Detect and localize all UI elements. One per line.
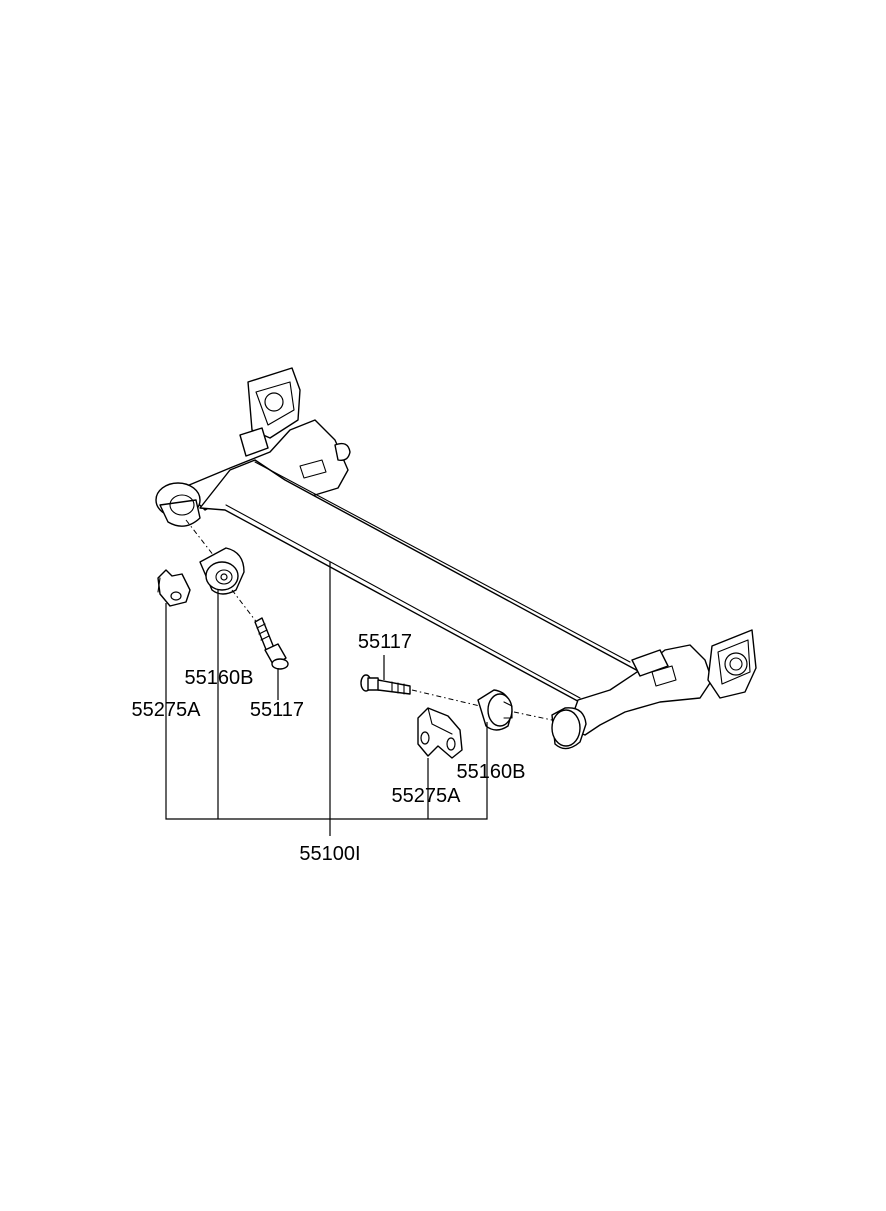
callout-bolt-left: 55117 [250, 699, 304, 721]
cross-beam [199, 459, 647, 706]
callout-assembly: 55100I [299, 843, 360, 865]
left-bushing-eye [155, 482, 201, 527]
left-bolt-55117 [254, 617, 289, 670]
left-spindle-bracket [239, 367, 351, 479]
right-spindle-bracket [631, 629, 757, 699]
left-bushing-55160B [199, 547, 245, 595]
callout-bushing-right: 55160B [457, 761, 526, 783]
left-bracket-55275A [157, 569, 191, 607]
torsion-axle-assembly [155, 367, 757, 750]
right-bushing-eye [551, 707, 587, 750]
leader-lines [165, 562, 488, 836]
callout-bracket-left: 55275A [132, 699, 202, 721]
right-bolt-55117 [360, 674, 411, 695]
right-bushing-55160B [477, 689, 513, 731]
callout-bolt-right: 55117 [358, 631, 412, 653]
callout-bushing-left: 55160B [185, 667, 254, 689]
callout-bracket-right: 55275A [392, 785, 462, 807]
right-bracket-55275A [417, 707, 463, 759]
